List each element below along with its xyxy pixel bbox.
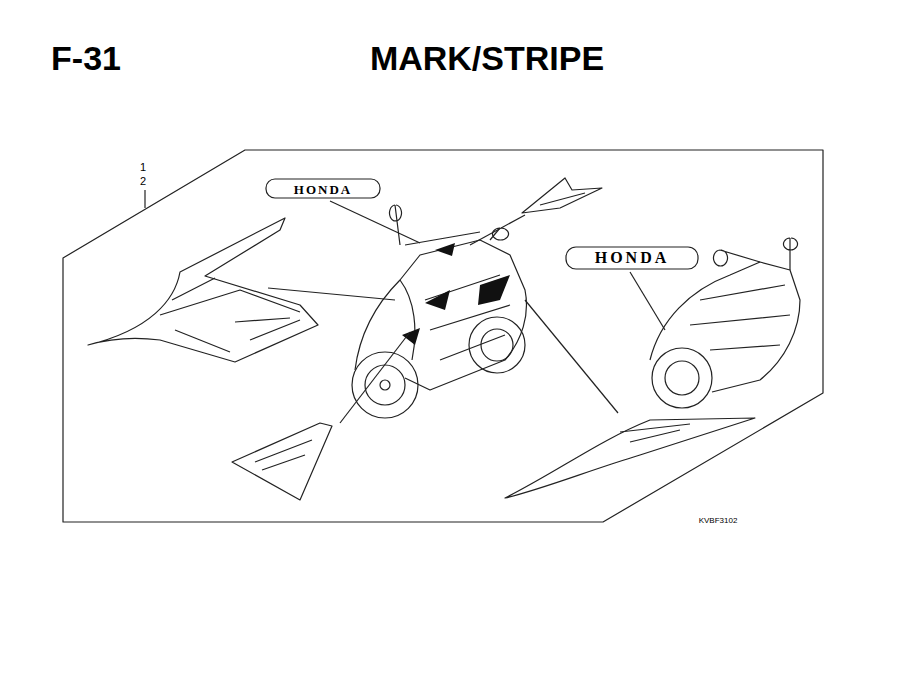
callout-number: 1 [140,162,146,173]
small-decal [522,178,602,213]
section-number: F-31 [51,41,121,75]
emblem-outline [566,247,698,269]
stripe-decal [505,418,755,498]
small-decal [232,423,332,500]
leader-line [268,201,665,423]
figure-code: KVBF3102 [699,517,738,525]
callout-number: 2 [140,176,146,187]
emblem-text: HONDA [595,250,670,266]
page-title: MARK/STRIPE [370,41,604,75]
emblem-text: HONDA [294,183,352,196]
stripe-decal-detail [620,424,690,442]
scooter-rear-view [650,238,800,408]
group-frame [63,150,823,522]
callout-leader [144,190,145,208]
scooter-front-view [352,205,526,418]
emblem-outline [266,179,380,198]
small-decal-detail [255,440,312,470]
small-decal-detail [540,193,585,205]
